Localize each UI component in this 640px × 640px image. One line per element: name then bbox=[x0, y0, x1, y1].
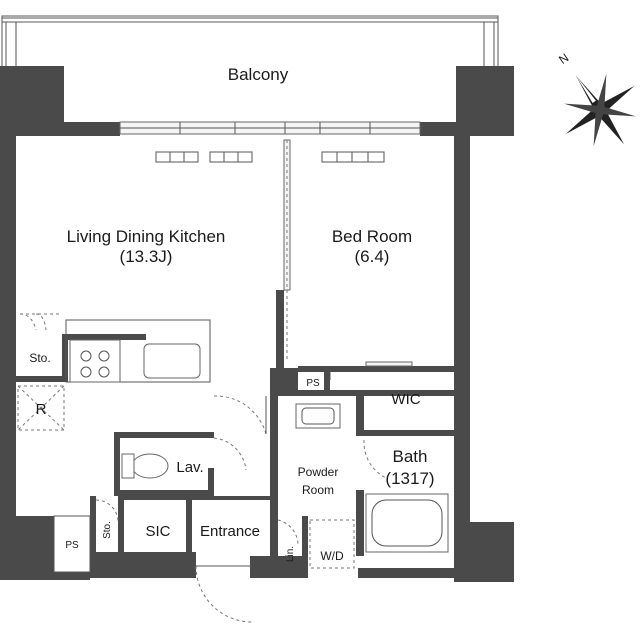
fridge-space bbox=[17, 385, 65, 431]
bedroom-size: (6.4) bbox=[355, 247, 390, 266]
toilet bbox=[121, 453, 169, 479]
door-swings bbox=[95, 361, 413, 623]
linen-label: Lin. bbox=[285, 546, 296, 562]
bedroom-sliding-door bbox=[283, 139, 291, 360]
ceiling-fixtures bbox=[155, 151, 385, 163]
kitchen-storage-label: Sto. bbox=[29, 351, 50, 365]
bath-label: Bath bbox=[393, 447, 428, 466]
fridge-label: R bbox=[36, 401, 47, 418]
washer-dryer-space bbox=[309, 519, 355, 569]
exterior-walls bbox=[0, 66, 514, 582]
powder-room-label-line1: Powder bbox=[298, 465, 339, 479]
kitchen bbox=[19, 313, 211, 383]
pipe-space-upper-label: PS bbox=[306, 378, 320, 389]
balcony-label: Balcony bbox=[228, 65, 289, 84]
walk-in-closet-label: WIC bbox=[391, 391, 420, 408]
ldk-label: Living Dining Kitchen bbox=[67, 227, 226, 246]
interior-walls bbox=[16, 290, 454, 556]
compass-north-label: N bbox=[556, 51, 571, 67]
pipe-space-lower-label: PS bbox=[65, 540, 79, 551]
shoe-closet-label: SIC bbox=[145, 523, 170, 540]
ldk-size: (13.3J) bbox=[120, 247, 173, 266]
balcony-window bbox=[119, 121, 421, 135]
powder-room-label-line2: Room bbox=[302, 483, 334, 497]
powder-sink bbox=[295, 403, 341, 429]
entry-storage-label: Sto. bbox=[102, 521, 113, 539]
bathtub bbox=[365, 493, 449, 553]
bedroom-label: Bed Room bbox=[332, 227, 412, 246]
compass-icon bbox=[563, 73, 637, 147]
bath-size: (1317) bbox=[385, 469, 434, 488]
washer-dryer-label: W/D bbox=[320, 549, 344, 563]
lavatory-label: Lav. bbox=[176, 459, 203, 476]
entrance-label: Entrance bbox=[200, 523, 260, 540]
